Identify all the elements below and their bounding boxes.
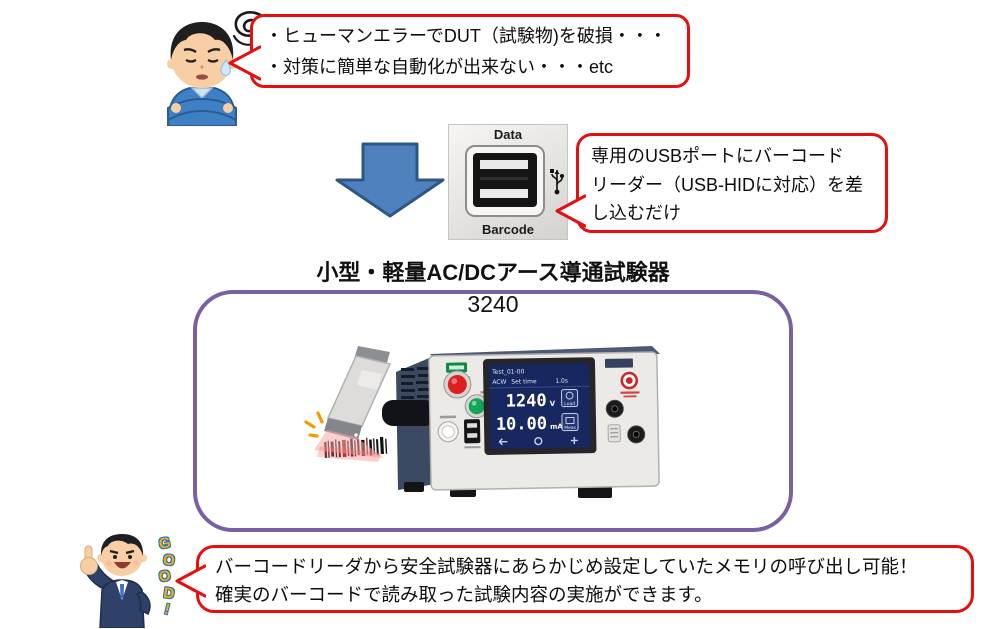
usb-port-photo: Data Barcode (448, 124, 568, 240)
screen-nav-icons (498, 436, 578, 446)
barcode-scanner-gun (324, 346, 392, 440)
svg-text:Load: Load (564, 401, 575, 407)
product-title: 小型・軽量AC/DCアース導通試験器 3240 (193, 257, 793, 319)
screen-memory-name: Test_01-00 (491, 368, 525, 376)
crossed-arms (167, 98, 237, 122)
usb-line-2: リーダー（USB-HIDに対応）を差 (591, 174, 864, 195)
arm-on-hip (135, 591, 151, 616)
down-arrow-icon (335, 142, 445, 218)
problem-line-1: ・ヒューマンエラーでDUT（試験物)を破損・・・ (265, 26, 667, 46)
problem-speech-bubble: ・ヒューマンエラーでDUT（試験物)を破損・・・ ・対策に簡単な自動化が出来ない… (228, 14, 690, 88)
usb-symbol-icon (550, 169, 564, 195)
closed-eye-left (185, 59, 197, 63)
screen-mode: ACW (492, 379, 506, 386)
benefit-line-1: バーコードリーダから安全試験器にあらかじめ設定していたメモリの呼び出し可能！ (215, 556, 918, 577)
usb-speech-bubble: 専用のUSBポートにバーコード リーダー（USB-HIDに対応）を差 し込むだけ (555, 133, 888, 233)
svg-text:mA: mA (550, 423, 563, 431)
front-usb-port (463, 419, 481, 444)
product-model-number: 3240 (467, 291, 519, 317)
scanner-cradle-handle (382, 400, 436, 426)
svg-text:Set time: Set time (511, 378, 537, 385)
usb-line-3: し込むだけ (591, 203, 681, 223)
bubble-tail (555, 194, 586, 228)
suit (99, 579, 145, 628)
happy-man-illustration (80, 534, 151, 628)
good-badge: G O O D ! (157, 534, 176, 619)
hair (170, 22, 234, 60)
tester-device-illustration: Test_01-00 ACW Set time 1.0s 1240 V 10.0… (304, 346, 660, 498)
problem-line-2: ・対策に簡単な自動化が出来ない・・・etc (265, 57, 614, 77)
smile-mouth (114, 562, 131, 569)
svg-text:V: V (550, 400, 556, 408)
usb-data-label: Data (493, 127, 523, 142)
face (171, 28, 233, 88)
bubble-tail (175, 564, 206, 598)
worried-man-illustration (166, 11, 264, 126)
usb-dual-port (473, 153, 537, 207)
benefit-line-2: 確実のバーコードで読み取った試験内容の実施ができます。 (215, 584, 713, 605)
frown-mouth (196, 74, 208, 80)
face (101, 536, 143, 576)
svg-text:1.0s: 1.0s (555, 378, 568, 385)
usb-barcode-label: Barcode (481, 222, 535, 237)
product-title-line1: 小型・軽量AC/DCアース導通試験器 (306, 257, 680, 289)
benefit-speech-bubble: バーコードリーダから安全試験器にあらかじめ設定していたメモリの呼び出し可能！ 確… (175, 545, 974, 613)
sweat-drop-icon (220, 58, 232, 76)
svg-text:Meas: Meas (564, 425, 577, 431)
hair (100, 534, 144, 556)
brand-logo-block (604, 358, 634, 368)
usb-port-bezel (465, 145, 545, 217)
device-foot (578, 485, 612, 498)
emphasis-marks-icon (304, 411, 324, 438)
scan-beam (314, 430, 384, 458)
closed-eye-right (207, 59, 219, 63)
bubble-tail (228, 45, 261, 81)
side-vents (401, 367, 431, 399)
product-outline-box (193, 290, 793, 532)
screen-current: 10.00 (496, 414, 548, 435)
screen-voltage: 1240 (506, 391, 547, 412)
tie (120, 584, 124, 598)
usb-line-1: 専用のUSBポートにバーコード (591, 146, 845, 166)
device-front-panel: Test_01-00 ACW Set time 1.0s 1240 V 10.0… (428, 351, 660, 491)
screen-load-key (560, 388, 579, 408)
